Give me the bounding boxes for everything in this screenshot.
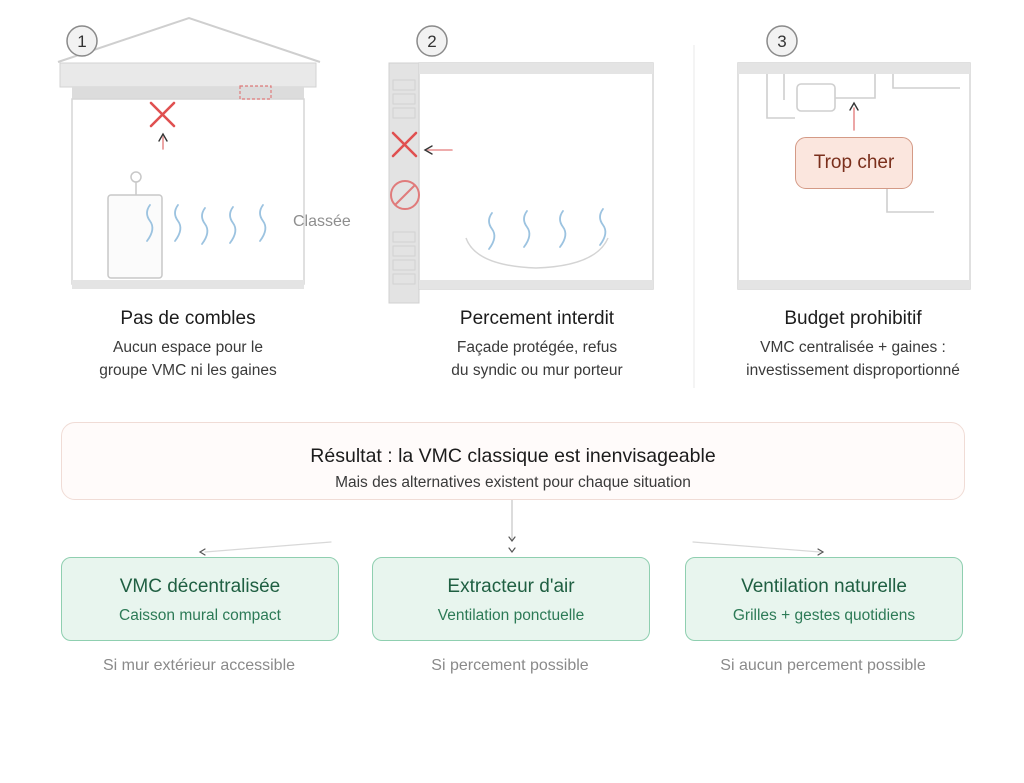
steam-icon: [146, 204, 267, 245]
steam-icon: [488, 208, 607, 250]
solution-subtitle: Grilles + gestes quotidiens: [732, 607, 916, 624]
panel-1-desc-line1: Aucun espace pour le: [113, 339, 263, 356]
solution-condition: Si mur extérieur accessible: [102, 657, 296, 674]
panel-3-desc-line1: VMC centralisée + gaines :: [760, 339, 946, 356]
solution-card-natural: Ventilation naturelle Grilles + gestes q…: [685, 557, 963, 641]
arrow-up-icon: [849, 101, 859, 131]
floor-1: [72, 280, 304, 289]
ceiling-band: [72, 87, 304, 99]
result-subtitle: Mais des alternatives existent pour chaq…: [335, 474, 691, 491]
classified-label: Classée: [293, 213, 351, 230]
cost-badge: Trop cher: [795, 137, 913, 189]
solution-condition: Si percement possible: [431, 657, 589, 674]
step-badge-1: [66, 25, 98, 57]
result-box: Résultat : la VMC classique est inenvisa…: [61, 422, 965, 500]
panel-3-title: Budget prohibitif: [784, 308, 922, 329]
panel-1-illustration: 1: [57, 16, 321, 289]
arrow-left-icon: [423, 145, 453, 155]
prohibited-icon: [390, 180, 420, 210]
panel-2-desc-line2: du syndic ou mur porteur: [451, 362, 623, 379]
step-number-3: 3: [777, 32, 786, 51]
solution-title: Ventilation naturelle: [741, 576, 907, 597]
floor-3: [738, 280, 970, 289]
panel-2-title: Percement interdit: [459, 308, 615, 329]
ceiling-2: [419, 63, 653, 74]
result-connectors: [198, 498, 825, 556]
step-number-1: 1: [77, 32, 86, 51]
bathtub-outline: [465, 237, 609, 269]
solution-card-decentralized: VMC décentralisée Caisson mural compact: [61, 557, 339, 641]
room-1: [71, 98, 305, 285]
panel-1-desc-line2: groupe VMC ni les gaines: [99, 362, 277, 379]
roof-slab: [59, 62, 317, 88]
blocked-cross-icon: [149, 101, 176, 128]
panel-3-desc-line2: investissement disproportionné: [746, 362, 960, 379]
step-number-2: 2: [427, 32, 436, 51]
brick-pattern: [392, 79, 416, 285]
solution-title: VMC décentralisée: [119, 576, 281, 597]
arrow-up-icon: [158, 132, 168, 150]
result-title: Résultat : la VMC classique est inenvisa…: [310, 445, 716, 467]
roof-outline: [57, 16, 321, 63]
step-badge-3: [766, 25, 798, 57]
solution-card-extractor: Extracteur d'air Ventilation ponctuelle: [372, 557, 650, 641]
water-heater-icon: [107, 171, 163, 279]
solution-subtitle: Ventilation ponctuelle: [437, 607, 585, 624]
step-badge-2: [416, 25, 448, 57]
floor-2: [419, 280, 653, 289]
panel-2-desc-line1: Façade protégée, refus: [456, 339, 618, 356]
missing-duct-icon: [239, 85, 272, 100]
solution-condition: Si aucun percement possible: [720, 657, 926, 674]
room-2: [418, 62, 654, 290]
ceiling-3: [738, 63, 970, 74]
blocked-cross-icon: [391, 131, 418, 158]
solution-title: Extracteur d'air: [447, 576, 575, 597]
solution-subtitle: Caisson mural compact: [119, 607, 281, 624]
panel-2-illustration: 2: [388, 25, 654, 304]
panel-1-title: Pas de combles: [120, 308, 256, 329]
